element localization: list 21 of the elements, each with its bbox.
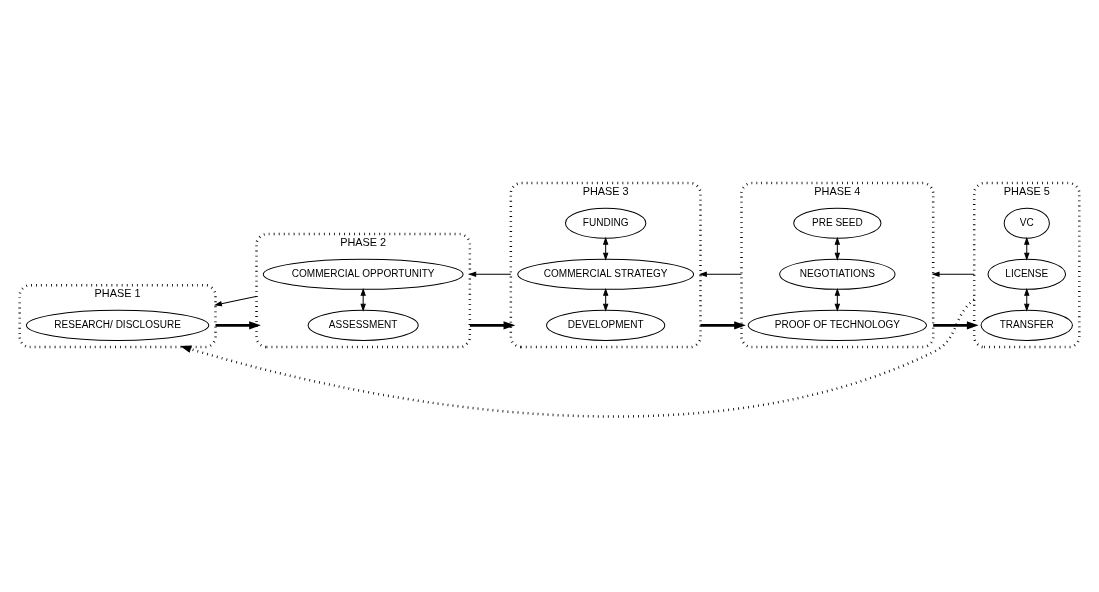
- arrow: [700, 271, 742, 277]
- arrow: [469, 271, 512, 277]
- arrow: [215, 320, 261, 329]
- node-ellipse: ASSESSMENT: [307, 309, 419, 341]
- arrow: [932, 271, 975, 277]
- node-ellipse: COMMERCIAL STRATEGY: [517, 258, 695, 290]
- node-ellipse: PROOF OF TECHNOLOGY: [747, 309, 927, 341]
- arrow: [215, 295, 257, 306]
- node-ellipse: PRE SEED: [793, 207, 882, 239]
- node-ellipse: TRANSFER: [980, 309, 1073, 341]
- arrow: [933, 320, 979, 329]
- node-ellipse: FUNDING: [564, 207, 647, 239]
- node-ellipse: VC: [1003, 207, 1050, 239]
- node-ellipse: RESEARCH/ DISCLOSURE: [25, 309, 210, 341]
- node-ellipse: LICENSE: [987, 258, 1067, 290]
- node-ellipse: DEVELOPMENT: [546, 309, 666, 341]
- node-ellipse: NEGOTIATIONS: [779, 258, 896, 290]
- node-ellipse: COMMERCIAL OPPORTUNITY: [262, 258, 464, 290]
- arrow: [700, 320, 746, 329]
- arrow: [180, 298, 976, 418]
- arrow: [469, 320, 516, 329]
